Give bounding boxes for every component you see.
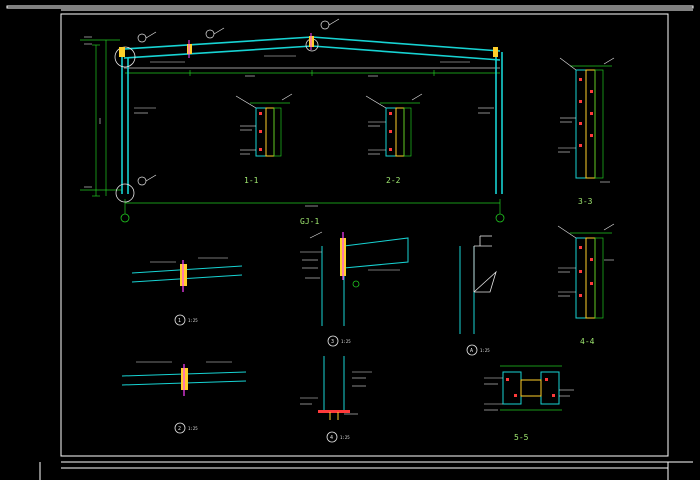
section-label-2-2: 2-2	[386, 176, 401, 185]
detail-callout-circles	[114, 38, 319, 203]
detail-a-stiffener	[459, 235, 497, 356]
detail-number-4: 4	[330, 435, 333, 441]
portal-frame-elevation	[80, 18, 505, 223]
detail-number-1: 1	[178, 318, 181, 324]
detail-2-rafter-splice	[121, 361, 247, 434]
detail-2-scale: 1:25	[188, 426, 198, 431]
frame-title-gj-1: GJ-1	[300, 217, 319, 226]
drawing-labels: 1-1 2-2 3-3 4-4 5-5 GJ-1 1 2 3 4 A 1:25 …	[178, 176, 595, 442]
detail-a-scale: 1:25	[480, 348, 490, 353]
section-5-5	[484, 365, 574, 411]
section-label-3-3: 3-3	[578, 197, 593, 206]
frame-dimension-lines	[80, 39, 501, 214]
section-mark-icon	[137, 18, 340, 186]
detail-number-2: 2	[178, 426, 181, 432]
grid-axis-bubble-icon	[120, 213, 505, 223]
detail-1-scale: 1:25	[188, 318, 198, 323]
section-label-5-5: 5-5	[514, 433, 529, 442]
detail-4-column-base	[300, 356, 372, 443]
section-label-4-4: 4-4	[580, 337, 595, 346]
section-4-4	[557, 223, 615, 319]
detail-1-rafter-splice	[131, 257, 243, 326]
detail-3-scale: 1:25	[341, 339, 351, 344]
section-label-1-1: 1-1	[244, 176, 259, 185]
detail-number-a: A	[470, 348, 473, 354]
section-3-3	[558, 57, 615, 183]
section-1-1	[235, 93, 293, 157]
detail-number-3: 3	[331, 339, 334, 345]
frame-columns	[121, 50, 503, 194]
sheet-border	[6, 5, 694, 480]
section-2-2	[365, 93, 423, 157]
detail-3-knee-joint	[300, 231, 409, 347]
frame-annotation-strokes	[84, 36, 494, 207]
detail-4-scale: 1:25	[340, 435, 350, 440]
rafter-bolt-marks	[188, 33, 312, 58]
